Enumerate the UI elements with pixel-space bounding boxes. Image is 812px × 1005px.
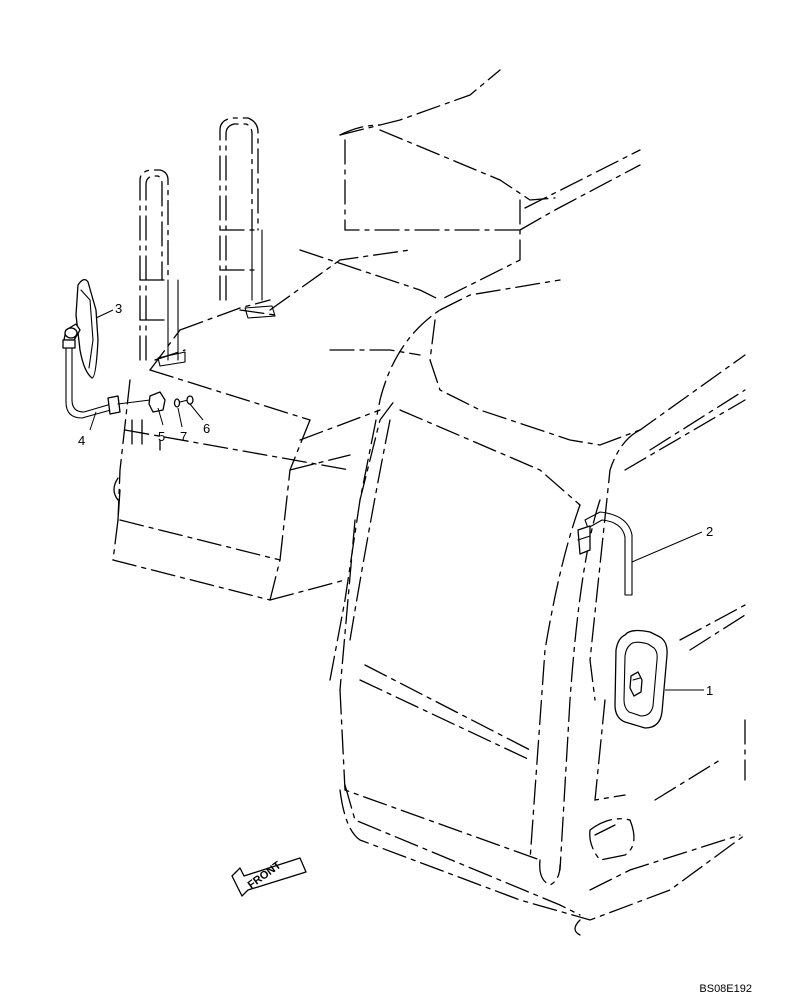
- handrail-phantom: [131, 117, 276, 451]
- callout-1: 1: [706, 683, 713, 698]
- callout-6: 6: [203, 421, 210, 436]
- part-5-bracket: [148, 391, 166, 413]
- part-2-mirror-stay: [577, 511, 633, 596]
- machine-phantom-outline: [112, 69, 746, 936]
- part-6-bolt: [179, 395, 194, 405]
- front-direction-arrow: FRONT: [231, 857, 307, 897]
- figure-code: BS08E192: [699, 983, 752, 995]
- callout-5: 5: [158, 429, 165, 444]
- callout-7: 7: [180, 429, 187, 444]
- leader-lines: [89, 309, 704, 691]
- part-4-mirror-arm: [62, 339, 151, 419]
- part-7-washer: [173, 398, 181, 408]
- callout-3: 3: [115, 301, 122, 316]
- part-1-side-mirror: [614, 629, 668, 729]
- callout-2: 2: [706, 524, 713, 539]
- part-3-left-mirror: [63, 278, 99, 379]
- callout-4: 4: [78, 433, 85, 448]
